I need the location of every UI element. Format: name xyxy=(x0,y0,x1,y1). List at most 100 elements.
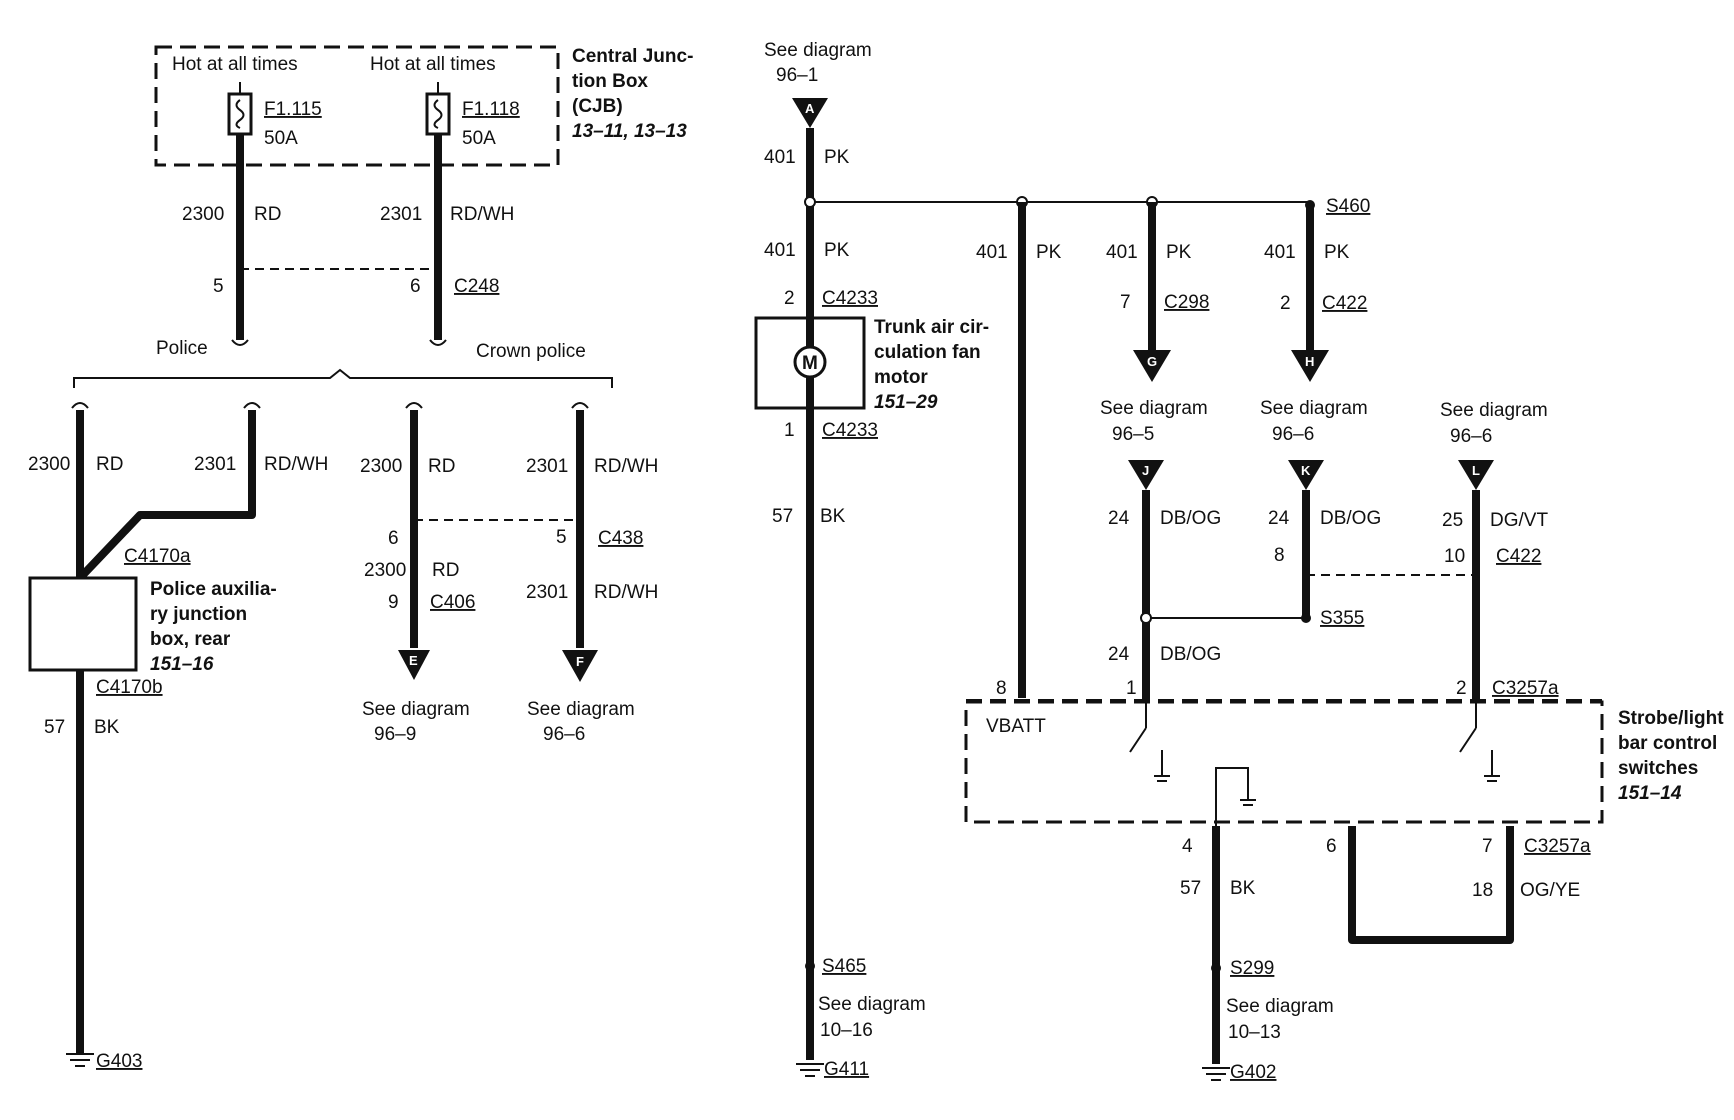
fuse-2-rating: 50A xyxy=(462,128,496,149)
cjb-title-2: tion Box xyxy=(572,71,648,92)
pajb-label-3: box, rear xyxy=(150,629,231,650)
cjb-outline xyxy=(154,45,560,167)
wire-circuit: 2301 xyxy=(194,454,236,475)
cjb-title-1: Central Junc- xyxy=(572,46,693,67)
wire-circuit: 2300 xyxy=(28,454,70,475)
wire-circuit: 57 xyxy=(1180,878,1201,899)
switches-label-2: bar control xyxy=(1618,733,1717,754)
wire-color: DB/OG xyxy=(1160,644,1221,665)
see-diagram-label: See diagram xyxy=(1260,398,1368,419)
pin-number: 7 xyxy=(1120,292,1131,313)
see-diagram-label: See diagram xyxy=(527,699,635,720)
pajb-label-1: Police auxilia- xyxy=(150,579,277,600)
wire-color: PK xyxy=(1036,242,1062,263)
connector-c4233-bottom: C4233 xyxy=(822,420,878,441)
arrow-g-icon xyxy=(1133,350,1171,382)
crown-police-branch: 2300 RD 2301 RD/WH 6 5 C438 2300 RD 2301… xyxy=(360,402,658,745)
arrow-a-icon xyxy=(792,98,828,128)
switches-label-3: switches xyxy=(1618,758,1698,779)
see-diagram-ref: 10–16 xyxy=(820,1020,873,1041)
wire-color: RD xyxy=(96,454,123,475)
wire-circuit: 57 xyxy=(44,717,65,738)
trunk-fan-circuit: See diagram 96–1 A 401 PK 401 PK 2 C4233… xyxy=(754,40,989,1080)
wire-circuit: 24 xyxy=(1108,644,1130,665)
pajb-label-2: ry junction xyxy=(150,604,247,625)
ground-g411: G411 xyxy=(824,1059,869,1080)
see-diagram-ref: 96–1 xyxy=(776,65,818,86)
wire-circuit: 401 xyxy=(1264,242,1296,263)
wire-circuit: 401 xyxy=(976,242,1008,263)
wire-circuit: 2300 xyxy=(360,456,402,477)
pajb-ref: 151–16 xyxy=(150,654,214,675)
ground-icon xyxy=(796,1063,824,1077)
motor-label-3: motor xyxy=(874,367,928,388)
wire-circuit: 2301 xyxy=(526,456,568,477)
wire-color: PK xyxy=(824,147,850,168)
splice-s299: S299 xyxy=(1230,958,1274,979)
wire-color: DG/VT xyxy=(1490,510,1548,531)
see-diagram-ref: 10–13 xyxy=(1228,1022,1281,1043)
splice-dot xyxy=(1301,613,1311,623)
wire-color: OG/YE xyxy=(1520,880,1580,901)
option-brace xyxy=(73,368,613,388)
wire-color: PK xyxy=(824,240,850,261)
arrow-label: K xyxy=(1301,463,1311,478)
connector-c298: C298 xyxy=(1164,292,1209,313)
pin-number: 2 xyxy=(784,288,795,309)
see-diagram-label: See diagram xyxy=(1440,400,1548,421)
connector-c248: C248 xyxy=(454,276,499,297)
wire-color: RD/WH xyxy=(264,454,328,475)
pin-number: 2 xyxy=(1280,293,1291,314)
wire-circuit: 2300 xyxy=(364,560,406,581)
switches-ref: 151–14 xyxy=(1618,783,1682,804)
arrow-k-icon xyxy=(1288,460,1324,490)
pin-number: 5 xyxy=(556,527,567,548)
arrow-j-icon xyxy=(1128,460,1164,490)
option-police: Police xyxy=(156,338,208,359)
cjb-title-3: (CJB) xyxy=(572,96,623,117)
fuse-1-id: F1.115 xyxy=(264,99,322,120)
pin-number: 10 xyxy=(1444,546,1465,567)
arrow-label: H xyxy=(1305,354,1314,369)
wire-color: DB/OG xyxy=(1320,508,1381,529)
ground-g402: G402 xyxy=(1230,1062,1276,1083)
see-diagram-label: See diagram xyxy=(1100,398,1208,419)
splice-s460: S460 xyxy=(1326,196,1370,217)
connector-c3257a-bottom: C3257a xyxy=(1524,836,1591,857)
fuse-2-id: F1.118 xyxy=(462,99,520,120)
wire-circuit: 25 xyxy=(1442,510,1463,531)
connector-c4170a: C4170a xyxy=(124,546,191,567)
wire-color: RD xyxy=(254,204,281,225)
pin-number: 8 xyxy=(1274,545,1285,566)
cjb-ref: 13–11, 13–13 xyxy=(572,121,687,142)
option-crown-police: Crown police xyxy=(476,341,586,362)
motor-label-2: culation fan xyxy=(874,342,981,363)
see-diagram-ref: 96–6 xyxy=(543,724,585,745)
cjb-hot-label-1: Hot at all times xyxy=(172,54,298,75)
switches-label-1: Strobe/light xyxy=(1618,708,1724,729)
see-diagram-ref: 96–6 xyxy=(1450,426,1492,447)
pin-number: 8 xyxy=(996,678,1007,699)
arrow-f-icon xyxy=(562,650,598,682)
wire-color: PK xyxy=(1166,242,1192,263)
wire-color: PK xyxy=(1324,242,1350,263)
wire-color: RD xyxy=(432,560,459,581)
switches-outline xyxy=(964,700,1604,824)
arrow-label: G xyxy=(1147,354,1157,369)
strobe-light-bar-switches: VBATT Strobe/light bar control switches … xyxy=(964,699,1724,826)
wire-color: DB/OG xyxy=(1160,508,1221,529)
connector-c422: C422 xyxy=(1322,293,1367,314)
connector-c4170b: C4170b xyxy=(96,677,163,698)
connector-c438: C438 xyxy=(598,528,643,549)
see-diagram-label: See diagram xyxy=(362,699,470,720)
arrow-label: L xyxy=(1472,463,1480,478)
arrow-label: J xyxy=(1142,463,1149,478)
pin-number: 5 xyxy=(213,276,224,297)
motor-symbol: M xyxy=(802,353,818,374)
wire-circuit: 2300 xyxy=(182,204,224,225)
wire-circuit: 18 xyxy=(1472,880,1493,901)
wire-circuit: 24 xyxy=(1268,508,1290,529)
wire-color: RD/WH xyxy=(594,456,658,477)
pin-number: 4 xyxy=(1182,836,1193,857)
